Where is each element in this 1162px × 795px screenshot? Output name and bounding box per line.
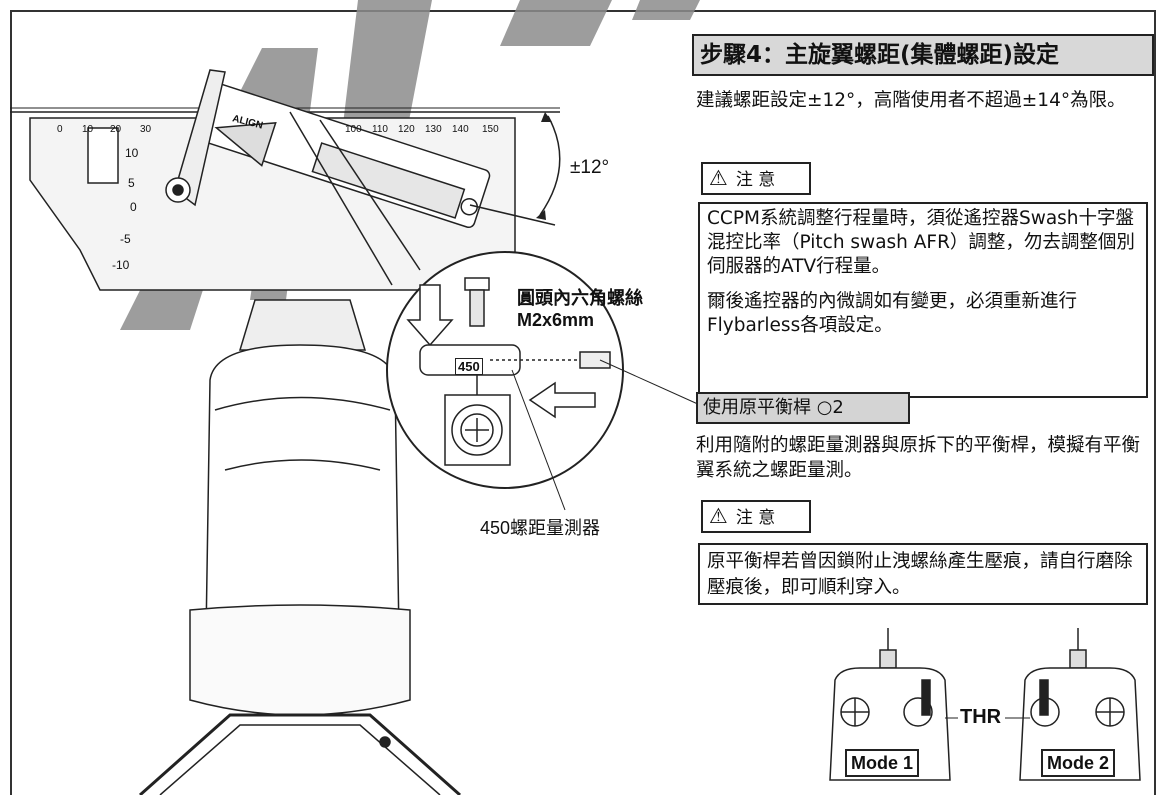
gauge-number: 450 bbox=[455, 358, 483, 375]
scale-side-tick: 10 bbox=[125, 146, 139, 160]
scale-side-tick: -10 bbox=[112, 258, 130, 272]
caution-badge-1: ⚠ 注 意 bbox=[701, 162, 811, 195]
left-arrow bbox=[528, 381, 596, 419]
caution-1-line-2: 爾後遙控器的內微調如有變更，必須重新進行Flybarless各項設定。 bbox=[707, 291, 1078, 336]
scale-side-tick: 0 bbox=[130, 200, 137, 214]
caution-note-2: 原平衡桿若曾因鎖附止洩螺絲產生壓痕，請自行磨除壓痕後，即可順利穿入。 bbox=[698, 543, 1148, 605]
method-text: 利用隨附的螺距量測器與原拆下的平衡桿，模擬有平衡翼系統之螺距量測。 bbox=[696, 435, 1141, 481]
scale-top-tick: 0 bbox=[57, 124, 63, 135]
flybar-subheading: 使用原平衡桿 ○2 bbox=[696, 392, 910, 424]
scale-top-tick: 110 bbox=[372, 124, 388, 135]
gauge-label: 450螺距量測器 bbox=[480, 518, 601, 538]
warning-icon: ⚠ bbox=[709, 166, 728, 190]
caution-label: 注 意 bbox=[735, 508, 776, 528]
scale-top-tick: 140 bbox=[452, 124, 469, 135]
caution-note-1: CCPM系統調整行程量時，須從遙控器Swash十字盤混控比率（Pitch swa… bbox=[698, 202, 1148, 398]
caution-label: 注 意 bbox=[735, 170, 776, 190]
pitch-gauge bbox=[29, 69, 516, 291]
hex-screw bbox=[464, 277, 490, 327]
step-heading: 步驟4：主旋翼螺距(集體螺距)設定 bbox=[692, 34, 1154, 76]
angle-label: ±12° bbox=[570, 157, 610, 178]
warning-icon: ⚠ bbox=[709, 504, 728, 528]
screw-label: 圓頭內六角螺絲 bbox=[517, 288, 643, 308]
helicopter-body bbox=[139, 299, 461, 795]
scale-top-tick: 100 bbox=[345, 124, 362, 135]
intro-text: 建議螺距設定±12°，高階使用者不超過±14°為限。 bbox=[696, 90, 1126, 111]
scale-side-tick: -5 bbox=[120, 232, 131, 246]
scale-side-tick: 5 bbox=[128, 176, 135, 190]
scale-top-tick: 130 bbox=[425, 124, 442, 135]
caution-badge-2: ⚠ 注 意 bbox=[701, 500, 811, 533]
down-arrow bbox=[406, 284, 454, 347]
scale-top-tick: 10 bbox=[82, 124, 94, 135]
scale-top-tick: 20 bbox=[110, 124, 122, 135]
scale-top-tick: 150 bbox=[482, 124, 499, 135]
mode-1-label: Mode 1 bbox=[845, 749, 920, 777]
scale-top-tick: 120 bbox=[398, 124, 415, 135]
throttle-label: THR bbox=[960, 706, 1002, 728]
screw-callout: 圓頭內六角螺絲 M2x6mm bbox=[517, 287, 643, 331]
screw-size: M2x6mm bbox=[517, 310, 595, 330]
scale-top-tick: 30 bbox=[140, 124, 152, 135]
caution-1-line-1: CCPM系統調整行程量時，須從遙控器Swash十字盤混控比率（Pitch swa… bbox=[707, 208, 1135, 277]
mode-2-label: Mode 2 bbox=[1041, 749, 1116, 777]
